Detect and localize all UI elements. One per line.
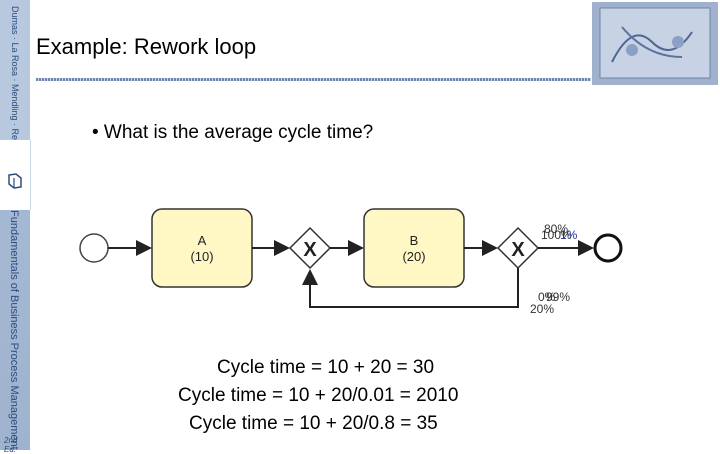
merge-gateway bbox=[288, 226, 332, 270]
slide-title: Example: Rework loop bbox=[36, 34, 257, 59]
sidebar-top-panel bbox=[0, 0, 30, 140]
equation-2: Cycle time = 10 + 20/0.01 = 2010 bbox=[178, 385, 459, 406]
exit-probability-2: 100% bbox=[541, 228, 572, 242]
title-underline bbox=[36, 78, 591, 81]
loop-probability-1: 0% bbox=[538, 290, 556, 304]
rework-loop-flow bbox=[302, 268, 519, 308]
corner-illustration-image bbox=[592, 2, 718, 85]
book-icon bbox=[8, 173, 22, 189]
task-a bbox=[151, 208, 253, 288]
loop-probability-3: 20% bbox=[530, 302, 554, 316]
task-a-time: (10) bbox=[190, 249, 213, 264]
start-event bbox=[79, 233, 109, 263]
loop-probability-2: 99% bbox=[546, 290, 570, 304]
equation-3: Cycle time = 10 + 20/0.8 = 35 bbox=[189, 413, 438, 434]
decision-gateway-symbol: X bbox=[511, 239, 525, 261]
exit-probability-3: 1% bbox=[560, 228, 578, 242]
sidebar-edition: 2nd Ed. bbox=[4, 436, 18, 454]
sidebar-divider bbox=[0, 140, 31, 210]
task-a-name: A bbox=[198, 233, 207, 248]
end-event bbox=[593, 233, 623, 263]
task-b-name: B bbox=[410, 233, 419, 248]
exit-probability-1: 80% bbox=[544, 222, 568, 236]
bpmn-diagram: A (10) X B (20) X 80% 100% 1% 0% 99% 20% bbox=[79, 208, 623, 316]
sidebar-book-title: Fundamentals of Business Process Managem… bbox=[8, 210, 20, 450]
bullet-question: • What is the average cycle time? bbox=[92, 122, 374, 143]
sidebar: Dumas · La Rosa · Mendling · Reijers Fun… bbox=[0, 0, 31, 454]
sidebar-authors: Dumas · La Rosa · Mendling · Reijers bbox=[10, 6, 20, 157]
task-b-time: (20) bbox=[402, 249, 425, 264]
task-b bbox=[363, 208, 465, 288]
equation-1: Cycle time = 10 + 20 = 30 bbox=[217, 357, 435, 378]
merge-gateway-symbol: X bbox=[303, 239, 317, 261]
